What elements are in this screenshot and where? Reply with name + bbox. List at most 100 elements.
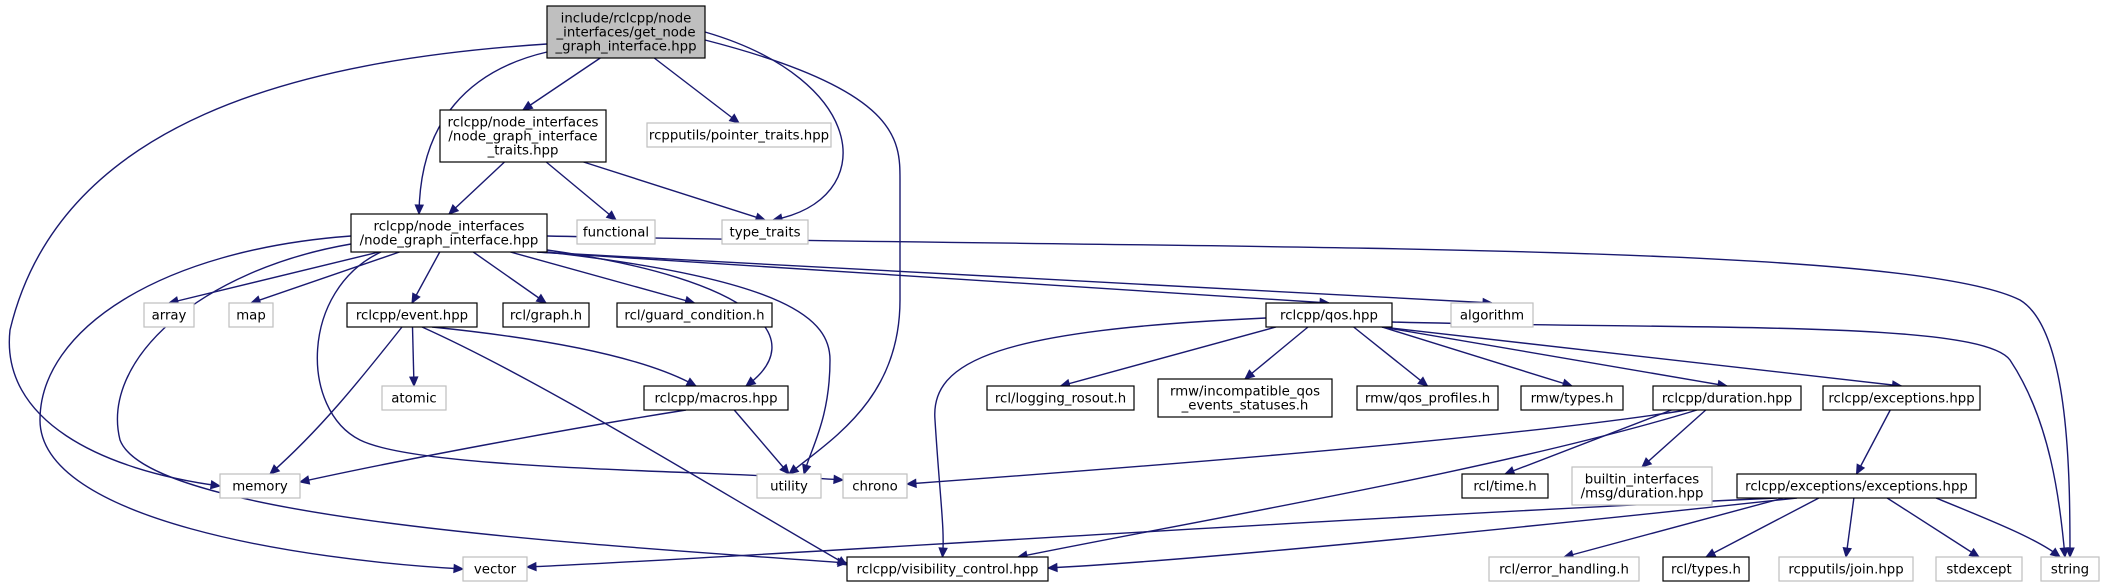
node-label: rmw/incompatible_qos xyxy=(1170,385,1320,400)
node-pointer-traits: rcpputils/pointer_traits.hpp xyxy=(646,122,832,148)
node-box xyxy=(1461,473,1549,499)
edge-line xyxy=(168,251,380,304)
node-box xyxy=(846,556,1049,582)
edge-root-to-memory xyxy=(8,43,548,490)
edge-line xyxy=(299,409,687,483)
node-qos-profiles[interactable]: rmw/qos_profiles.h xyxy=(1356,385,1499,411)
edge-qos-to-qos_profiles xyxy=(1353,326,1429,387)
node-box xyxy=(1157,378,1333,418)
edges-layer xyxy=(8,31,2075,574)
edge-line xyxy=(545,161,617,221)
node-ngi[interactable]: rclcpp/node_interfaces/node_graph_interf… xyxy=(350,213,548,253)
edge-line xyxy=(546,235,2071,558)
node-label: _graph_interface.hpp xyxy=(554,40,696,55)
node-label: memory xyxy=(232,480,288,495)
node-label: atomic xyxy=(391,392,436,407)
node-box xyxy=(1662,556,1750,582)
node-logging[interactable]: rcl/logging_rosout.h xyxy=(986,385,1135,411)
node-type-traits: type_traits xyxy=(721,219,809,245)
node-label: rcpputils/join.hpp xyxy=(1788,563,1903,578)
node-guard[interactable]: rcl/guard_condition.h xyxy=(616,302,773,328)
node-memory: memory xyxy=(219,473,301,499)
edge-line xyxy=(8,43,548,487)
edge-traits-to-functional xyxy=(545,161,617,221)
node-event[interactable]: rclcpp/event.hpp xyxy=(346,302,478,328)
node-box xyxy=(1736,473,1977,499)
arrowhead xyxy=(685,377,698,387)
node-label: rmw/types.h xyxy=(1531,392,1614,407)
node-box xyxy=(576,219,656,245)
node-box xyxy=(502,302,590,328)
edge-root-to-utility xyxy=(704,39,901,475)
arrowhead xyxy=(521,100,534,111)
edge-ngi-to-string xyxy=(546,235,2075,559)
node-duration[interactable]: rclcpp/duration.hpp xyxy=(1652,385,1802,411)
edge-line xyxy=(1017,409,1698,558)
node-box xyxy=(1450,302,1534,328)
edge-line xyxy=(546,251,831,475)
node-box xyxy=(986,385,1135,411)
node-box xyxy=(1935,556,2023,582)
edge-qos-to-string xyxy=(1391,321,2069,559)
node-atomic: atomic xyxy=(381,385,447,411)
arrowhead xyxy=(905,478,917,489)
node-label: string xyxy=(2051,563,2089,578)
arrowhead xyxy=(1842,546,1852,559)
node-rmw-types[interactable]: rmw/types.h xyxy=(1520,385,1624,411)
edge-exc_exc-to-join xyxy=(1842,497,1855,559)
node-rcl-types[interactable]: rcl/types.h xyxy=(1662,556,1750,582)
arrowhead xyxy=(779,463,790,475)
arrowhead xyxy=(728,113,740,124)
node-label: rcpputils/pointer_traits.hpp xyxy=(649,129,829,144)
edge-line xyxy=(418,51,548,215)
node-label: rcl/time.h xyxy=(1473,480,1536,495)
node-label: rcl/logging_rosout.h xyxy=(995,392,1126,407)
node-incompatible[interactable]: rmw/incompatible_qos_events_statuses.h xyxy=(1157,378,1333,418)
arrowhead xyxy=(1503,466,1516,476)
node-box xyxy=(143,302,195,328)
edge-line xyxy=(536,251,1493,304)
edge-line xyxy=(1391,321,2066,558)
node-exc-exc[interactable]: rclcpp/exceptions/exceptions.hpp xyxy=(1736,473,1977,499)
node-root[interactable]: include/rclcpp/node_interfaces/get_node_… xyxy=(546,5,706,59)
node-label: rclcpp/duration.hpp xyxy=(1662,392,1792,407)
node-builtin: builtin_interfaces/msg/duration.hpp xyxy=(1571,466,1713,506)
arrowhead xyxy=(938,547,948,559)
edge-line xyxy=(1060,326,1277,387)
arrowhead xyxy=(448,204,460,215)
node-box xyxy=(346,302,478,328)
arrowhead xyxy=(2059,547,2069,559)
arrowhead xyxy=(411,292,421,305)
node-rcl-time[interactable]: rcl/time.h xyxy=(1461,473,1549,499)
node-map: map xyxy=(228,302,274,328)
edge-qos-to-visibility xyxy=(934,317,1267,559)
arrowhead xyxy=(1855,463,1866,476)
arrowhead xyxy=(1704,548,1717,558)
node-label: type_traits xyxy=(729,226,800,241)
node-label: functional xyxy=(583,226,649,241)
edge-root-to-pointer_traits xyxy=(653,57,740,124)
edge-line xyxy=(934,317,1267,558)
edge-line xyxy=(269,326,403,475)
node-exceptions[interactable]: rclcpp/exceptions.hpp xyxy=(1822,385,1981,411)
edge-event-to-macros xyxy=(431,326,698,387)
edge-line xyxy=(316,251,844,481)
edge-line xyxy=(411,251,441,304)
arrowhead xyxy=(2049,547,2061,558)
node-box xyxy=(228,302,274,328)
edge-line xyxy=(1353,326,1428,387)
node-visibility[interactable]: rclcpp/visibility_control.hpp xyxy=(846,556,1049,582)
node-traits[interactable]: rclcpp/node_interfaces/node_graph_interf… xyxy=(439,109,607,163)
arrowhead xyxy=(525,561,537,572)
node-box xyxy=(219,473,301,499)
edge-line xyxy=(1935,497,2061,558)
node-box xyxy=(381,385,447,411)
node-box xyxy=(1571,466,1713,506)
edge-line xyxy=(704,39,901,475)
node-graph[interactable]: rcl/graph.h xyxy=(502,302,590,328)
node-label: vector xyxy=(474,563,517,578)
edge-traits-to-ngi xyxy=(448,161,505,215)
node-macros[interactable]: rclcpp/macros.hpp xyxy=(643,385,789,411)
node-qos[interactable]: rclcpp/qos.hpp xyxy=(1265,302,1393,328)
edge-macros-to-memory xyxy=(298,409,687,485)
